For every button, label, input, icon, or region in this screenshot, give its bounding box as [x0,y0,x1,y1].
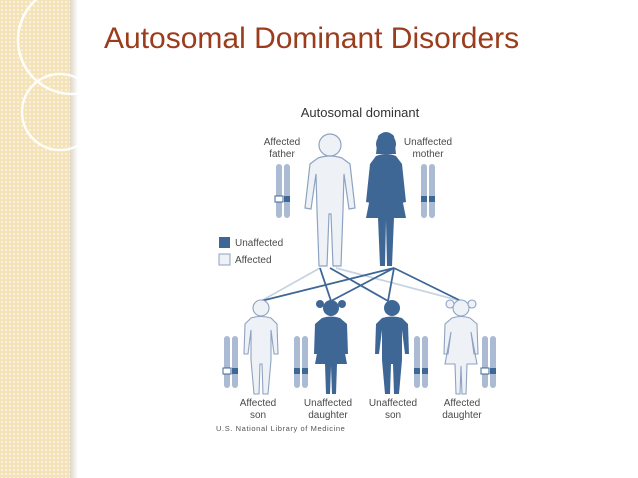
unaffected-son-figure [375,300,409,394]
legend-swatch-affected [218,253,231,266]
unaffected-daughter-chromosomes [294,336,308,388]
slide-title: Autosomal Dominant Disorders [104,22,520,55]
unaffected-mother-figure [366,132,406,266]
decorative-circle-small [20,72,100,152]
affected-daughter-label-line2: daughter [442,410,482,421]
unaffected-daughter-figure [314,300,348,394]
affected-daughter-chromosomes [480,336,496,388]
mother-label-line1: Unaffected [404,137,452,148]
affected-son-figure [243,299,279,395]
decorative-circles [16,0,120,152]
father-label-line1: Affected [264,137,301,148]
unaffected-daughter-label-line1: Unaffected [304,398,352,409]
affected-son-label-line1: Affected [240,398,277,409]
side-panel-shadow [70,0,78,478]
decorative-circle-large [16,0,120,96]
inheritance-lines [260,267,462,302]
father-chromosome-pair [274,164,290,218]
mother-label-line2: mother [412,149,444,160]
affected-son-label-line2: son [250,410,266,421]
legend-label-affected: Affected [235,255,272,266]
affected-daughter-figure [443,299,479,395]
unaffected-son-label-line2: son [385,410,401,421]
autosomal-dominant-diagram: Autosomal dominant Affected father Unaff… [216,105,496,433]
unaffected-son-label-line1: Unaffected [369,398,417,409]
unaffected-son-chromosomes [414,336,428,388]
legend-label-unaffected: Unaffected [235,238,283,249]
diagram-heading: Autosomal dominant [301,105,420,120]
affected-father-figure [304,133,356,267]
affected-daughter-label-line1: Affected [444,398,481,409]
unaffected-daughter-label-line2: daughter [308,410,348,421]
father-label-line2: father [269,149,295,160]
image-credit: U.S. National Library of Medicine [216,424,345,433]
legend: Unaffected Affected [218,237,283,266]
affected-son-chromosomes [222,336,238,388]
mother-chromosome-pair [421,164,435,218]
legend-swatch-unaffected [219,237,230,248]
